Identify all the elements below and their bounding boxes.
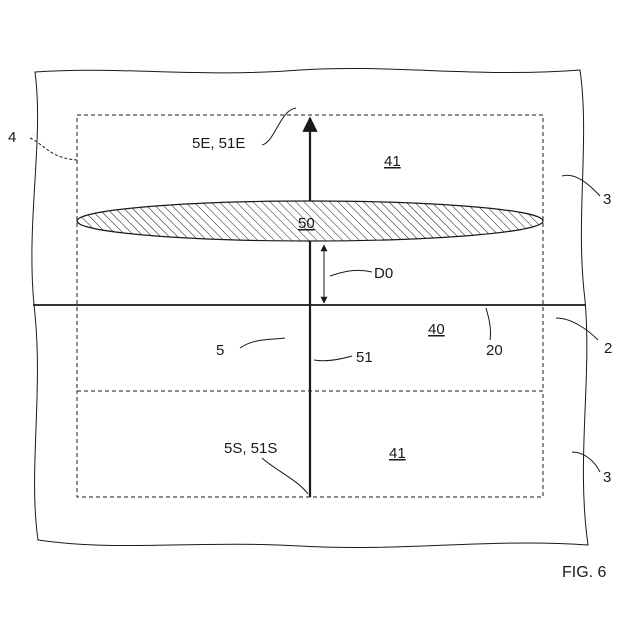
- label-lower-region: 41: [389, 445, 406, 462]
- label-layer-interface: 2: [604, 340, 612, 357]
- label-path: 5: [216, 342, 224, 359]
- label-outer-region-bottom: 3: [603, 469, 611, 486]
- figure-caption: FIG. 6: [562, 564, 607, 581]
- label-interface-line: 20: [486, 342, 503, 359]
- leader-outer-region-bottom: [572, 452, 600, 472]
- leader-path-line: [314, 356, 352, 361]
- label-path-line: 51: [356, 349, 373, 366]
- label-end-point: 5E, 51E: [192, 135, 245, 152]
- label-upper-region-top: 41: [384, 153, 401, 170]
- leader-end-point: [262, 108, 296, 145]
- leader-path: [240, 338, 285, 348]
- label-start-point: 5S, 51S: [224, 440, 277, 457]
- leader-outer-region-top: [562, 175, 600, 196]
- leader-distance: [330, 270, 372, 276]
- label-outer-region-top: 3: [603, 191, 611, 208]
- label-ellipse-zone: 50: [298, 215, 315, 232]
- leader-interface-line: [486, 308, 491, 340]
- leader-start-point: [262, 458, 308, 494]
- label-distance: D0: [374, 265, 393, 282]
- leader-layer-interface: [556, 318, 598, 340]
- label-center-region: 40: [428, 321, 445, 338]
- label-boundary-region: 4: [8, 129, 16, 146]
